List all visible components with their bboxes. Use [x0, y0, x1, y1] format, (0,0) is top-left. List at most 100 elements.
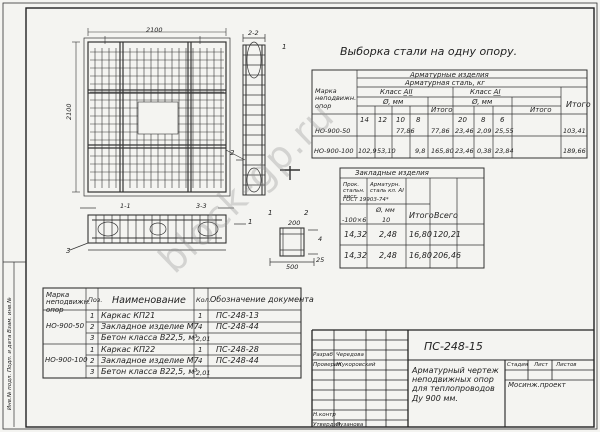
spec-group1-mark: НО-900-50	[46, 322, 85, 330]
steel-dia-8: 8	[416, 116, 421, 124]
spec-g1-r3-qty: 2,01	[196, 335, 211, 343]
stage-header: Стадия	[507, 362, 529, 368]
embed-h-total: Итого	[409, 211, 434, 220]
spec-g2-r3-qty: 2,01	[196, 369, 211, 377]
callout-2: 2	[230, 149, 235, 157]
embed-row2-all: 206,46	[433, 251, 461, 260]
embed-row2-a: 14,32	[344, 251, 367, 260]
spec-g1-r1-qty: 1	[198, 312, 203, 320]
callout-1: 1	[248, 218, 253, 226]
spec-g1-r2-doc: ПС-248-44	[216, 322, 259, 331]
spec-table-grid	[42, 287, 302, 379]
spec-g2-r1-pos: 1	[90, 346, 95, 354]
section-2-2-label: 2-2	[248, 29, 259, 37]
steel-row2-c6: 23,84	[495, 147, 514, 155]
steel-row1-c20: 23,46	[455, 127, 474, 135]
section-1-1-label: 1-1	[120, 202, 131, 210]
steel-row1-grand: 103,41	[563, 127, 586, 135]
company-name: Мосинж.проект	[508, 381, 566, 389]
dim-500: 500	[286, 263, 299, 271]
spec-g1-r1-doc: ПС-248-13	[216, 311, 259, 320]
spec-g2-r3-name: Бетон класса В22,5, м³	[101, 367, 198, 376]
callout-1b: 1	[282, 43, 287, 51]
spec-g2-r1-doc: ПС-248-28	[216, 345, 259, 354]
embed-h-all: Всего	[434, 211, 458, 220]
steel-row1-total: 77,86	[431, 127, 450, 135]
steel-col-total: Итого	[431, 106, 453, 114]
embed-h-prokat: Прок. стальн. лист	[343, 182, 365, 201]
steel-dia-14: 14	[360, 116, 369, 124]
dim-200: 200	[288, 219, 301, 227]
embed-row2-b: 2,48	[379, 251, 397, 260]
role-0: Разраб	[313, 352, 333, 358]
spec-g2-r2-name: Закладное изделие М7	[101, 356, 199, 365]
embed-row1-all: 120,21	[433, 230, 461, 239]
spec-g1-r3-name: Бетон класса В22,5, м³	[101, 333, 198, 342]
steel-row2-c14: 102,9	[358, 147, 377, 155]
spec-g2-r2-doc: ПС-248-44	[216, 356, 259, 365]
dim-4: 4	[318, 235, 323, 243]
doc-code: ПС-248-15	[424, 340, 483, 353]
steel-col-mark: Марка неподвижн. опор	[315, 87, 357, 110]
spec-h-mark: Марка неподвижн. опор	[46, 291, 91, 314]
embed-h-armat: Арматурн. сталь кл. AI	[370, 182, 404, 195]
embed-h-sub2: 10	[382, 216, 391, 224]
steel-row1-c8b: 2,09	[477, 127, 492, 135]
embed-row1-total: 16,80	[409, 230, 432, 239]
steel-row1-c6: 25,55	[495, 127, 514, 135]
embed-h-sub1: -100×6	[342, 216, 367, 224]
name-0: Чередова	[336, 352, 364, 358]
spec-g2-r3-pos: 3	[90, 368, 95, 376]
name-3: Лузанова	[336, 422, 364, 428]
sheet-header: Лист	[534, 362, 548, 368]
section-1-1	[69, 207, 246, 251]
callout-2b: 2	[304, 209, 309, 217]
section-2-2	[236, 34, 300, 196]
callout-1c: 1	[268, 209, 273, 217]
spec-h-name: Наименование	[112, 295, 186, 306]
dim-width: 2100	[146, 26, 163, 34]
spec-h-pos: Поз.	[88, 296, 103, 304]
section-small	[269, 227, 318, 266]
plan-view	[72, 28, 246, 197]
steel-dia-a1: Ø, мм	[472, 98, 493, 106]
sheet-title: Выборка стали на одну опору.	[340, 45, 518, 58]
callout-3: 3	[66, 247, 71, 255]
spec-g1-r3-pos: 3	[90, 334, 95, 342]
spec-g1-r1-name: Каркас КП21	[101, 311, 156, 320]
steel-row2-mark: НО-900-100	[314, 147, 354, 155]
doc-description: Арматурный чертеж неподвижных опор для т…	[412, 366, 499, 403]
steel-table-grid	[311, 69, 588, 159]
steel-class-a1: Класс A̲I̲	[470, 88, 501, 96]
spec-g1-r2-name: Закладное изделие М7	[101, 322, 199, 331]
name-1: Жукоровский	[336, 362, 376, 368]
steel-row2-c12: 53,10	[377, 147, 396, 155]
spec-g1-r2-pos: 2	[90, 323, 95, 331]
embed-row1-b: 2,48	[379, 230, 397, 239]
steel-row2-total: 165,80	[431, 147, 454, 155]
steel-dia-a2: Ø, мм	[383, 98, 404, 106]
section-3-3-label: 3-3	[196, 202, 207, 210]
side-binding-note: Инв.№ подл. Подп. и дата Взам. инв.№	[7, 297, 13, 410]
embed-h-gost: ГОСТ 19903-74*	[343, 197, 389, 203]
role-3: Утвердил	[313, 422, 341, 428]
spec-g2-r2-pos: 2	[90, 357, 95, 365]
dim-height: 2100	[65, 103, 73, 120]
steel-dia-8b: 8	[481, 116, 486, 124]
steel-col-total-a1: Итого	[530, 106, 552, 114]
sheets-header: Листов	[556, 362, 577, 368]
steel-dia-10: 10	[396, 116, 405, 124]
steel-dia-12: 12	[378, 116, 387, 124]
title-block-grid	[311, 329, 594, 427]
spec-g1-r1-pos: 1	[90, 312, 95, 320]
steel-row1-c10: 77,86	[396, 127, 415, 135]
spec-h-doc: Обозначение документа	[210, 295, 314, 304]
steel-caption: Арматурные изделия	[410, 71, 489, 79]
steel-col-grand: Итого	[566, 100, 591, 109]
embed-caption: Закладные изделия	[355, 169, 429, 177]
embed-table-grid	[339, 167, 485, 269]
dim-25: 25	[316, 256, 325, 264]
steel-row2-c8b: 0,38	[477, 147, 492, 155]
steel-subcaption: Арматурная сталь, кг	[405, 79, 485, 87]
